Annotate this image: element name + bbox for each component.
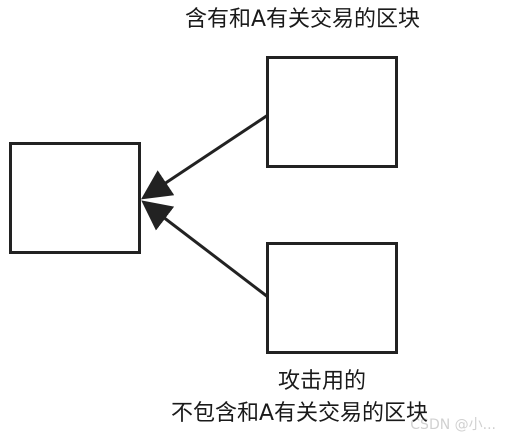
attack-block-label-line2: 不包含和A有关交易的区块 xyxy=(171,401,429,426)
honest-block-label: 含有和A有关交易的区块 xyxy=(185,7,421,32)
honest-child-block xyxy=(266,56,398,168)
arrow-top-to-parent xyxy=(141,113,269,200)
parent-block xyxy=(9,142,141,254)
attack-child-block xyxy=(266,242,398,354)
attack-block-label-line1: 攻击用的 xyxy=(278,369,367,394)
watermark: CSDN @小... xyxy=(410,417,496,433)
arrow-bottom-to-parent xyxy=(141,200,269,299)
